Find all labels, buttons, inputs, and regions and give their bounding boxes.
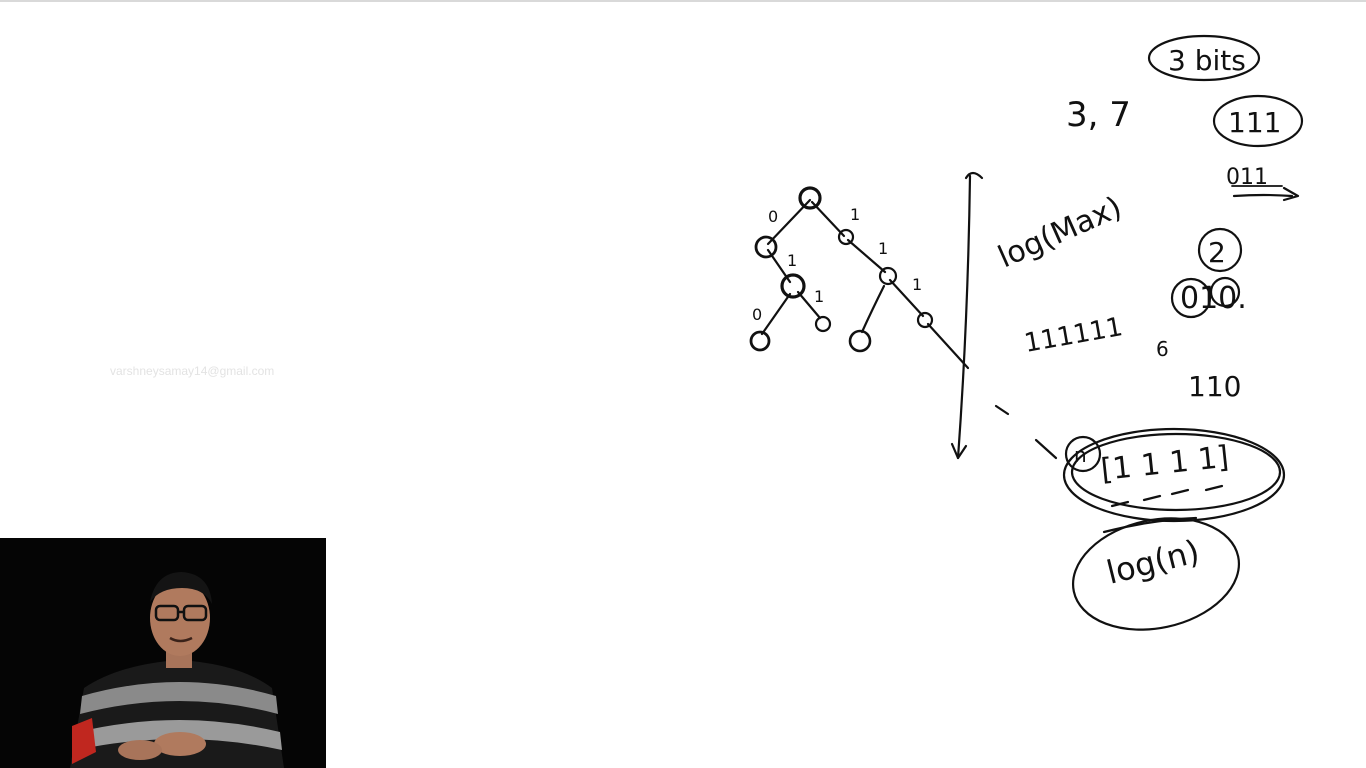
trie-node <box>878 266 898 286</box>
height-arrow <box>950 171 984 460</box>
binary-trie-diagram <box>749 186 970 370</box>
trie-node <box>754 235 778 259</box>
two-label: 2 <box>1208 236 1226 269</box>
trie-edge-label: 1 <box>912 275 922 294</box>
111-label: 111 <box>1228 106 1281 139</box>
trie-node <box>916 311 934 329</box>
trie-edge-label: 1 <box>787 251 797 270</box>
ones-array-label: [1 1 1 1] <box>1099 440 1230 488</box>
presenter-video <box>0 538 326 768</box>
ones-underline-dashes <box>1110 484 1224 508</box>
three-seven-label: 3, 7 <box>1066 95 1131 135</box>
circle-zero <box>1170 277 1212 319</box>
010-label: 010. <box>1180 281 1247 316</box>
dashed-connector <box>994 404 1058 460</box>
small-six-label: 6 <box>1156 337 1169 361</box>
trie-edge-label: 1 <box>878 239 888 258</box>
log-n-label: log(n) <box>1103 532 1203 592</box>
top-border <box>0 0 1366 2</box>
webcam-overlay <box>0 538 326 768</box>
ones-inner-ellipse <box>1070 432 1282 512</box>
n-label: n <box>1074 443 1087 467</box>
trie-edge-label: 0 <box>752 305 762 324</box>
bits-ellipse <box>1147 34 1261 82</box>
trie-edge-label: 1 <box>850 205 860 224</box>
trie-root-node <box>798 186 822 210</box>
trie-node <box>814 315 832 333</box>
log-max-label: log(Max) <box>993 190 1127 275</box>
trie-node <box>837 228 855 246</box>
trie-node <box>749 330 771 352</box>
trie-edge-label: 1 <box>814 287 824 306</box>
111-ellipse <box>1212 94 1304 148</box>
ones-outer-ellipse <box>1062 427 1286 523</box>
email-watermark: varshneysamay14@gmail.com <box>110 364 275 378</box>
log-n-ellipse <box>1071 517 1241 631</box>
trie-node <box>848 329 872 353</box>
circle-one <box>1209 276 1241 308</box>
bits-label: 3 bits <box>1168 44 1246 77</box>
011-label: 011 <box>1226 165 1268 190</box>
shift-arrow <box>1232 186 1300 202</box>
trie-edge-label: 0 <box>768 207 778 226</box>
n-circle <box>1064 435 1102 473</box>
trie-node <box>780 273 806 299</box>
ones-label: 111111 <box>1022 312 1125 359</box>
circle-two <box>1197 227 1243 273</box>
110-label: 110 <box>1188 370 1241 403</box>
